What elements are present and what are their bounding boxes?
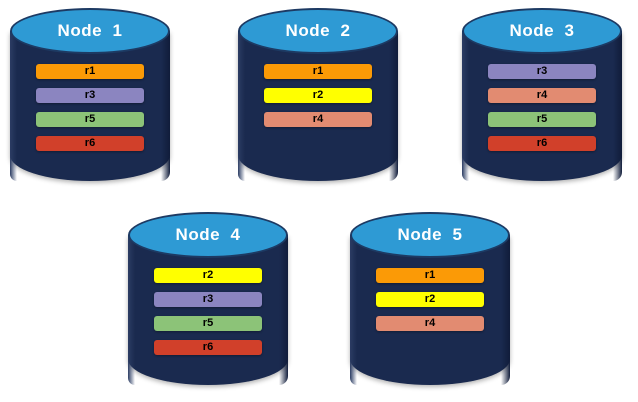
- shard-bar-r3[interactable]: r3: [36, 88, 144, 103]
- shard-bar-r5[interactable]: r5: [488, 112, 596, 127]
- shard-bar-r3[interactable]: r3: [154, 292, 262, 307]
- shard-bar-r2[interactable]: r2: [154, 268, 262, 283]
- shard-bar-r2[interactable]: r2: [376, 292, 484, 307]
- shard-bar-r5[interactable]: r5: [154, 316, 262, 331]
- shard-bar-r4[interactable]: r4: [376, 316, 484, 331]
- shard-list: r1 r3 r5 r6: [36, 64, 144, 151]
- shard-bar-r6[interactable]: r6: [488, 136, 596, 151]
- shard-list: r3 r4 r5 r6: [488, 64, 596, 151]
- shard-bar-r5[interactable]: r5: [36, 112, 144, 127]
- shard-bar-r2[interactable]: r2: [264, 88, 372, 103]
- node-cylinder-top: [238, 8, 398, 54]
- shard-bar-r3[interactable]: r3: [488, 64, 596, 79]
- node-cylinder-body: [10, 31, 170, 181]
- shard-bar-r1[interactable]: r1: [36, 64, 144, 79]
- node-cylinder-top: [462, 8, 622, 54]
- node-cylinder-body: [350, 235, 510, 385]
- shard-bar-r4[interactable]: r4: [264, 112, 372, 127]
- node-cylinder-body: [462, 31, 622, 181]
- shard-bar-r4[interactable]: r4: [488, 88, 596, 103]
- shard-list: r1 r2 r4: [264, 64, 372, 127]
- node-cylinder-top: [128, 212, 288, 258]
- shard-bar-r6[interactable]: r6: [36, 136, 144, 151]
- node-cylinder-body: [128, 235, 288, 385]
- node-cylinder-top: [350, 212, 510, 258]
- shard-bar-r1[interactable]: r1: [264, 64, 372, 79]
- shard-bar-r1[interactable]: r1: [376, 268, 484, 283]
- node-cylinder-body: [238, 31, 398, 181]
- node-cylinder-top: [10, 8, 170, 54]
- shard-list: r2 r3 r5 r6: [154, 268, 262, 355]
- shard-list: r1 r2 r4: [376, 268, 484, 331]
- shard-bar-r6[interactable]: r6: [154, 340, 262, 355]
